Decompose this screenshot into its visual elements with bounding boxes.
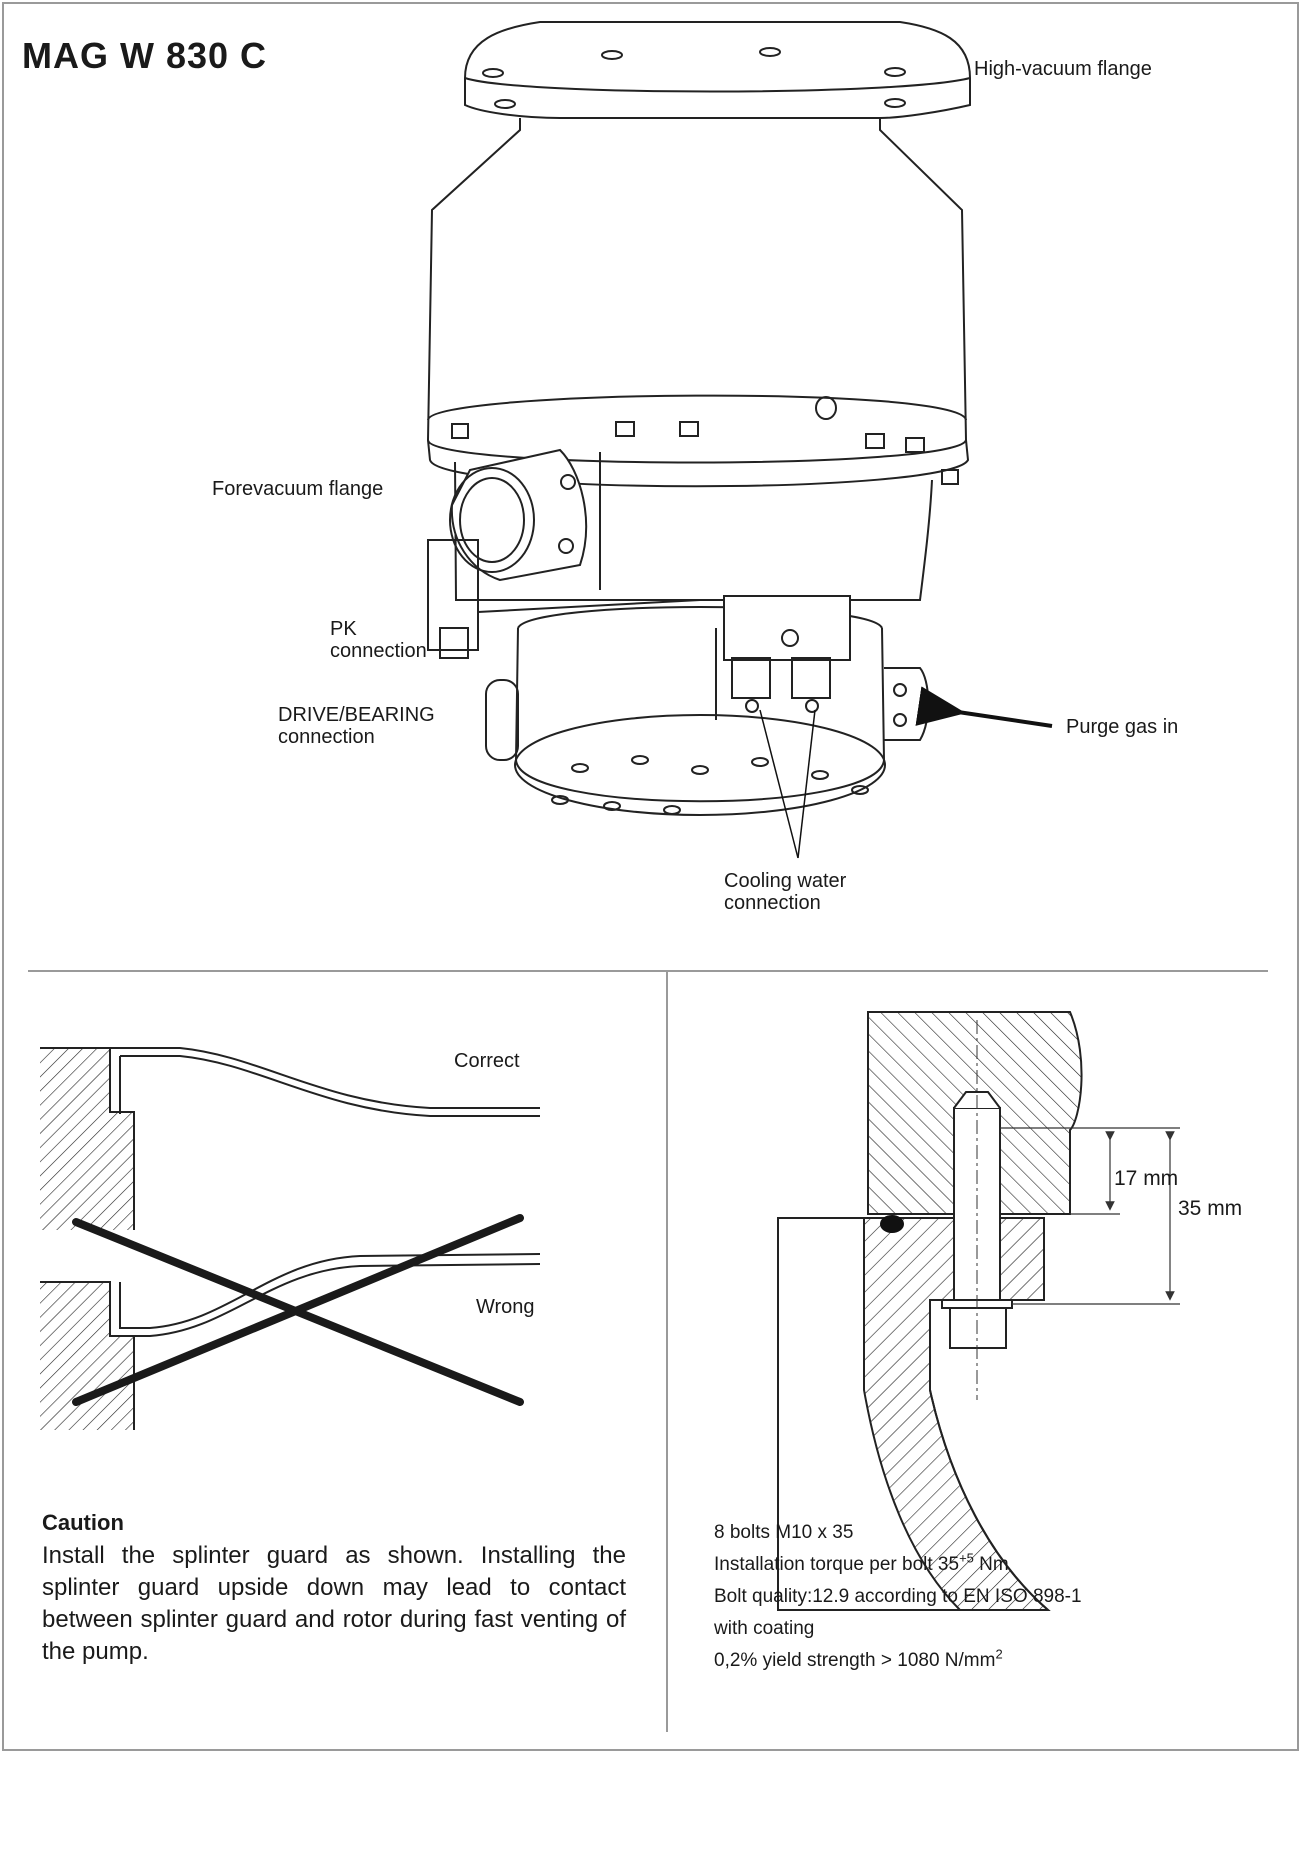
- label-cooling-water: Cooling water connection: [724, 870, 846, 914]
- caution-text: Install the splinter guard as shown. Ins…: [42, 1542, 626, 1665]
- bolt-section-diagram: [777, 1011, 1180, 1611]
- label-forevacuum-flange: Forevacuum flange: [212, 478, 384, 500]
- forevacuum-flange-shape: [450, 448, 588, 582]
- page-frame: [2, 2, 1299, 1751]
- page-title: MAG W 830 C: [22, 35, 268, 76]
- label-drive-bearing-connection: DRIVE/BEARING connection: [278, 704, 435, 748]
- bolt-spec-yield: 0,2% yield strength > 1080 N/mm2: [714, 1646, 1003, 1672]
- bolt-spec-quality: Bolt quality:12.9 according to EN ISO 89…: [714, 1586, 1082, 1607]
- label-cooling-line1: Cooling water: [724, 870, 847, 892]
- label-wrong: Wrong: [476, 1296, 535, 1318]
- torque-tolerance: +5: [959, 1550, 974, 1566]
- yield-text: 0,2% yield strength > 1080 N/mm: [714, 1650, 996, 1671]
- bolt-spec-coating: with coating: [714, 1618, 815, 1639]
- label-pk-connection: PK connection: [330, 618, 427, 662]
- wrong-cross-mark: [72, 1214, 524, 1406]
- label-pk-line2: connection: [330, 640, 427, 662]
- torque-text: Installation torque per bolt 35: [714, 1554, 960, 1575]
- horizontal-divider: [28, 970, 1268, 972]
- dimension-17mm: 17 mm: [1114, 1167, 1179, 1190]
- label-purge-gas: Purge gas in: [1066, 716, 1179, 738]
- purge-gas-arrow: [915, 686, 1053, 728]
- vertical-divider: [666, 972, 668, 1732]
- high-vacuum-flange-shape: [464, 21, 971, 119]
- label-drive-line1: DRIVE/BEARING: [278, 704, 435, 726]
- splinter-guard-diagram: [40, 1047, 541, 1430]
- torque-unit: Nm: [973, 1554, 1009, 1575]
- yield-exponent: 2: [995, 1646, 1003, 1662]
- bolt-spec-count: 8 bolts M10 x 35: [714, 1522, 854, 1543]
- label-cooling-line2: connection: [724, 892, 821, 914]
- dimension-35mm: 35 mm: [1178, 1197, 1243, 1220]
- label-drive-line2: connection: [278, 726, 375, 748]
- caution-heading: Caution: [42, 1510, 124, 1535]
- pump-drawing: [426, 21, 1053, 859]
- label-high-vacuum-flange: High-vacuum flange: [974, 58, 1152, 80]
- wrong-installation: [40, 1253, 541, 1430]
- label-correct: Correct: [454, 1050, 520, 1072]
- label-pk-line1: PK: [330, 618, 357, 640]
- correct-installation: [40, 1047, 540, 1230]
- bolt-spec-torque: Installation torque per bolt 35+5 Nm: [714, 1550, 1009, 1576]
